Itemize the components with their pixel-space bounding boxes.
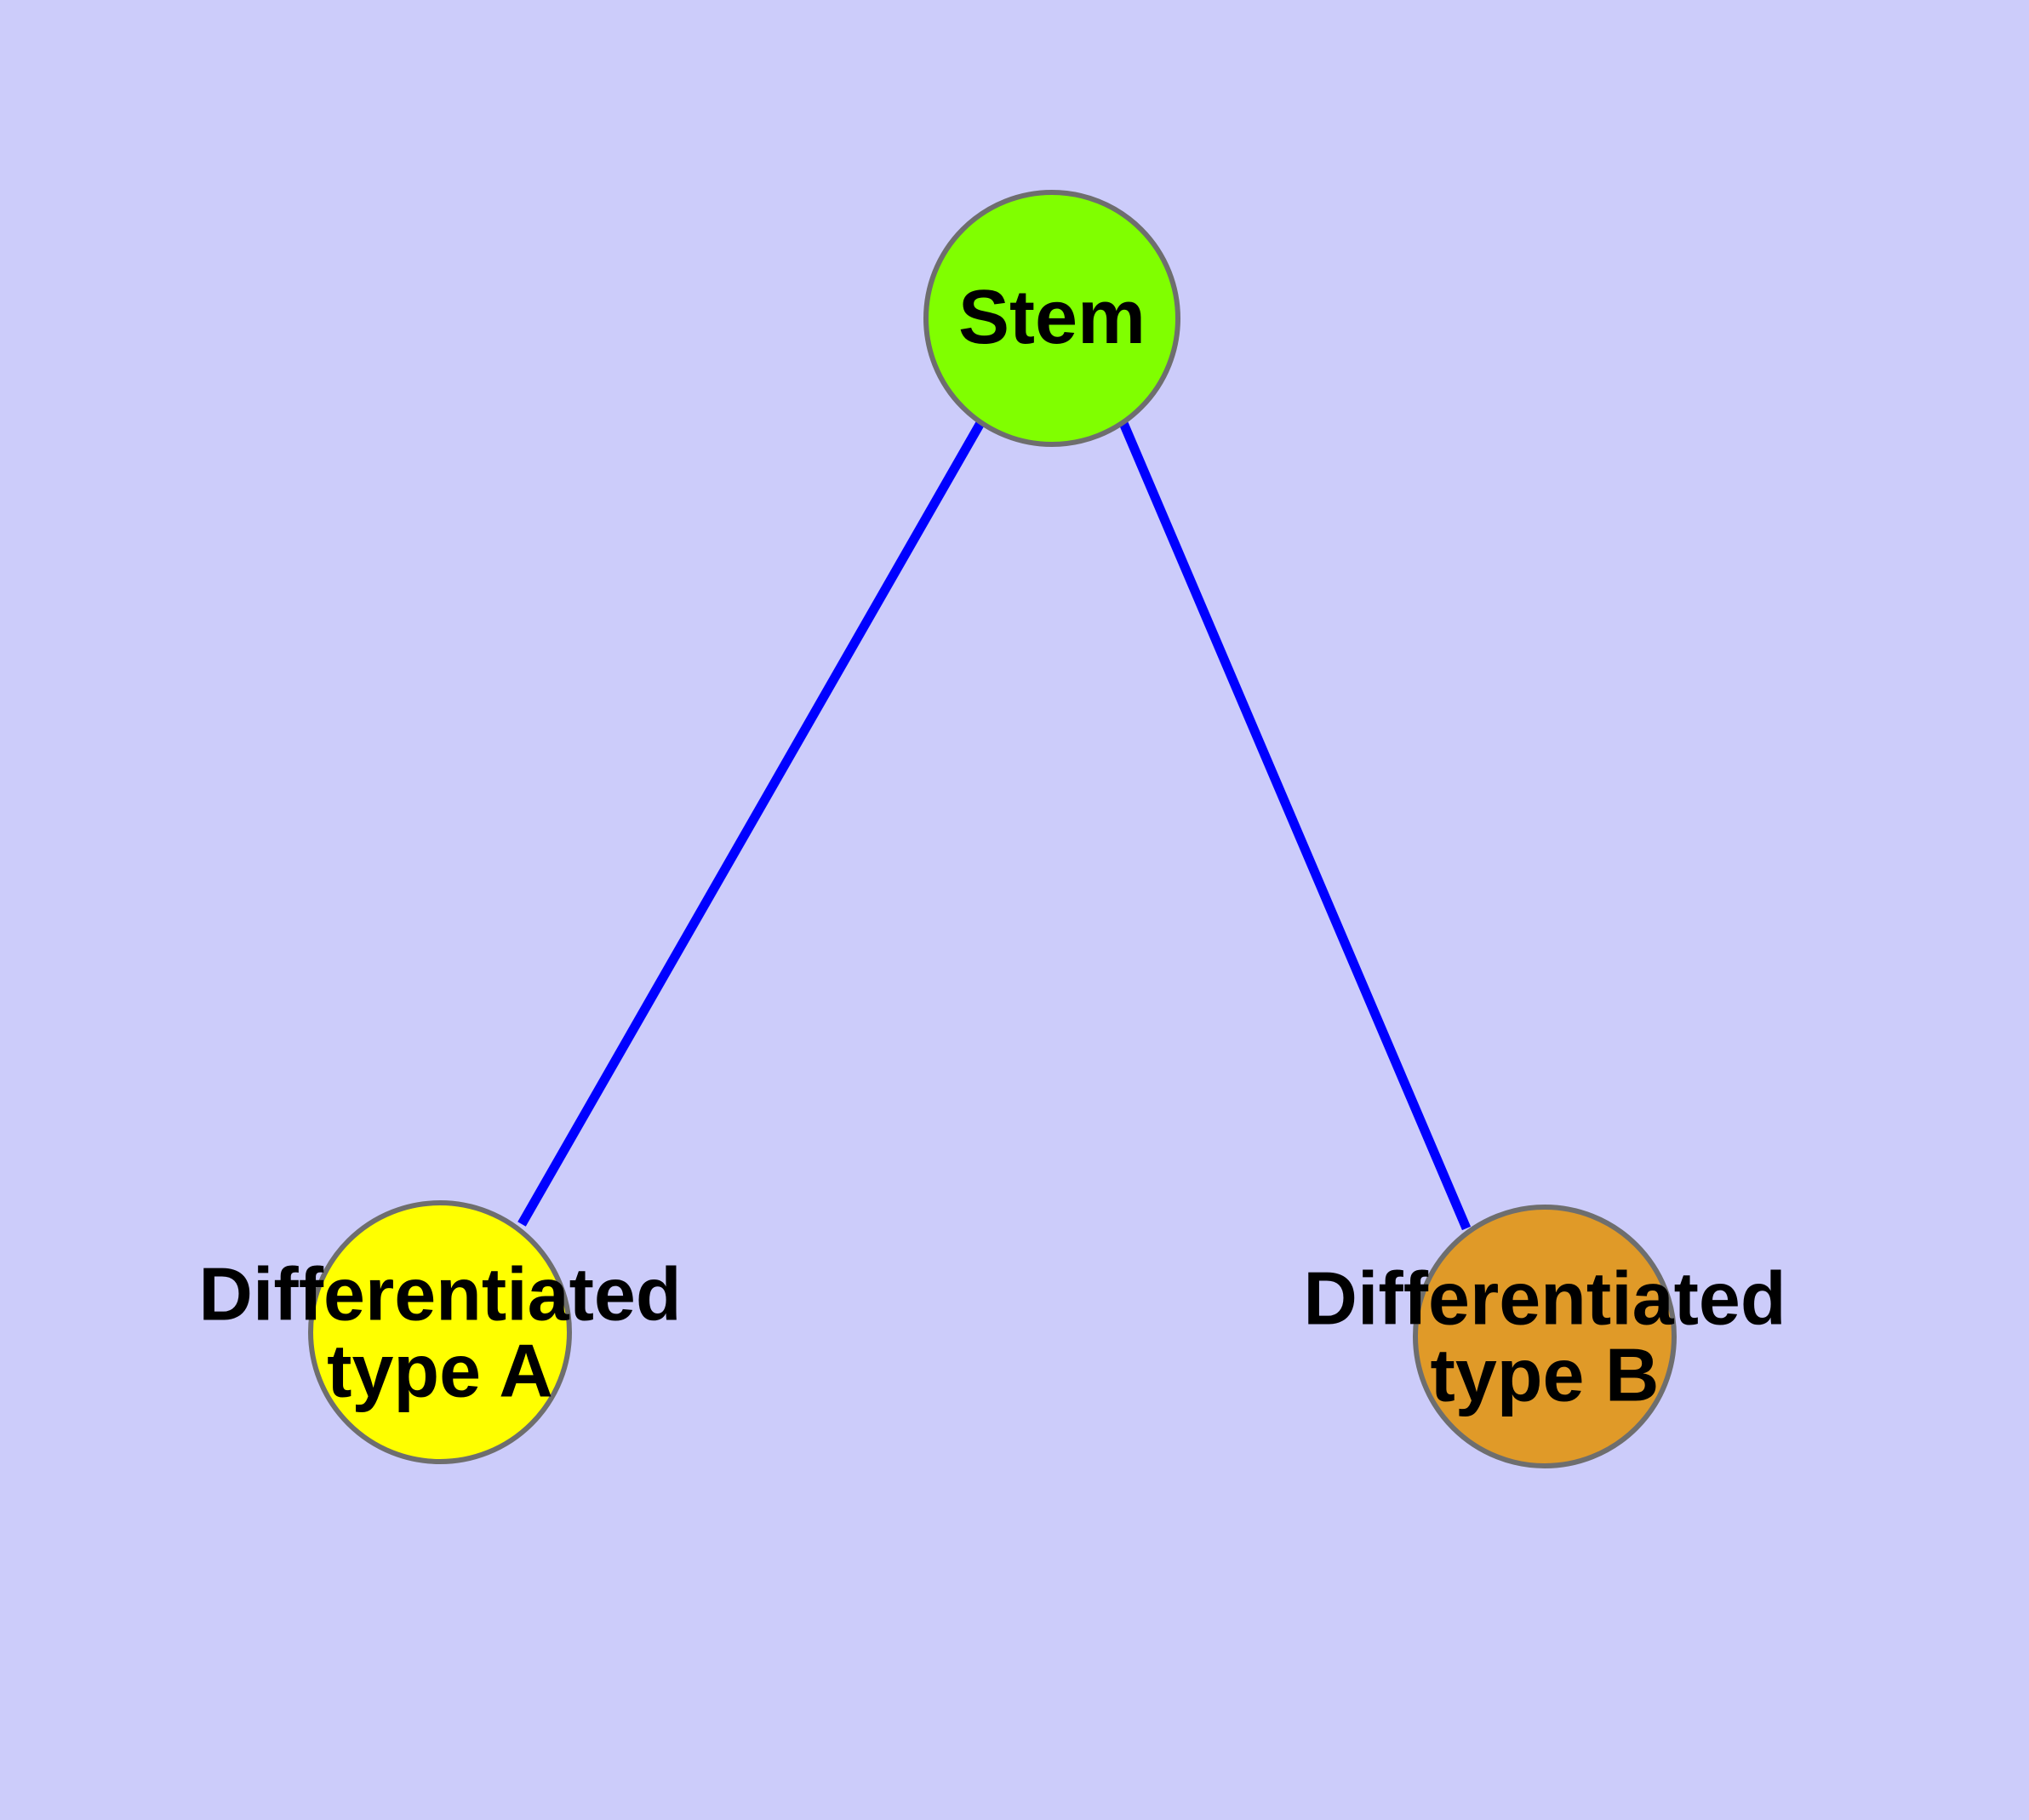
edge-stem-to-differentiated-type-a: [517, 421, 985, 1227]
node-differentiated-type-a[interactable]: [308, 1200, 572, 1464]
edge-layer: [517, 421, 1472, 1231]
node-differentiated-type-b[interactable]: [1413, 1205, 1677, 1468]
edge-stem-to-differentiated-type-b: [1118, 421, 1472, 1231]
node-stem[interactable]: [923, 190, 1180, 447]
node-layer: [308, 190, 1677, 1468]
